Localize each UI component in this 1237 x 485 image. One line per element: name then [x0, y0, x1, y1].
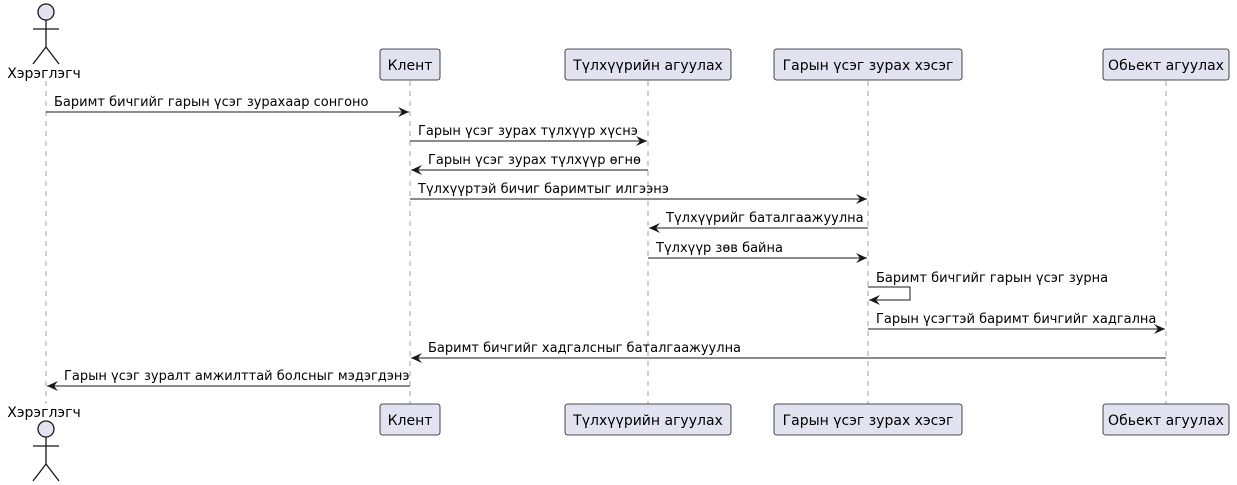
message-8: Гарын үсэгтэй баримт бичгийг хадгална [868, 312, 1165, 334]
message-label: Гарын үсэг зуралт амжилттай болсныг мэдэ… [64, 369, 410, 384]
message-label: Баримт бичгийг гарын үсэг зурахаар сонго… [54, 95, 369, 110]
participant-label: Обьект агуулах [1108, 58, 1224, 74]
actor-icon-bottom [32, 420, 60, 482]
message-label: Гарын үсэг зурах түлхүүр өгнө [428, 153, 641, 168]
message-label: Баримт бичгийг хадгалсныг баталгаажуулна [428, 341, 741, 356]
participant-label: Түлхүүрийн агуулах [572, 58, 723, 74]
message-5: Түлхүүрийг баталгаажуулна [649, 211, 868, 233]
participant-client-bottom: Клент [379, 403, 441, 436]
message-10: Гарын үсэг зуралт амжилттай болсныг мэдэ… [47, 369, 410, 391]
actor-label-bottom: Хэрэглэгч [7, 405, 80, 421]
participant-keystore-top: Түлхүүрийн агуулах [564, 48, 732, 81]
message-label: Баримт бичгийг гарын үсэг зурна [876, 271, 1108, 286]
message-label: Түлхүүр зөв байна [655, 241, 783, 256]
message-label: Түлхүүрийг баталгаажуулна [665, 211, 864, 226]
participant-signer-bottom: Гарын үсэг зурах хэсэг [773, 403, 963, 436]
actor-icon-top [32, 3, 60, 65]
participant-keystore-bottom: Түлхүүрийн агуулах [564, 403, 732, 436]
message-6: Түлхүүр зөв байна [648, 241, 867, 263]
message-4: Түлхүүртэй бичиг баримтыг илгээнэ [410, 182, 867, 204]
message-label: Гарын үсэгтэй баримт бичгийг хадгална [876, 312, 1156, 327]
message-9: Баримт бичгийг хадгалсныг баталгаажуулна [411, 341, 1166, 363]
participant-label: Гарын үсэг зурах хэсэг [783, 58, 954, 74]
participant-label: Түлхүүрийн агуулах [572, 413, 723, 429]
participant-label: Клент [388, 58, 433, 74]
message-1: Баримт бичгийг гарын үсэг зурахаар сонго… [46, 95, 409, 117]
participant-objectstore-bottom: Обьект агуулах [1102, 403, 1230, 436]
message-3: Гарын үсэг зурах түлхүүр өгнө [411, 153, 648, 175]
actor-label-top: Хэрэглэгч [7, 66, 80, 82]
participant-label: Обьект агуулах [1108, 413, 1224, 429]
message-2: Гарын үсэг зурах түлхүүр хүснэ [410, 124, 647, 146]
participant-client-top: Клент [379, 48, 441, 81]
participant-objectstore-top: Обьект агуулах [1102, 48, 1230, 81]
participant-signer-top: Гарын үсэг зурах хэсэг [773, 48, 963, 81]
message-arrow [868, 286, 911, 305]
participant-label: Клент [388, 413, 433, 429]
message-label: Түлхүүртэй бичиг баримтыг илгээнэ [417, 182, 669, 197]
message-label: Гарын үсэг зурах түлхүүр хүснэ [418, 124, 638, 139]
participant-label: Гарын үсэг зурах хэсэг [783, 413, 954, 429]
message-7: Баримт бичгийг гарын үсэг зурна [868, 271, 1108, 305]
